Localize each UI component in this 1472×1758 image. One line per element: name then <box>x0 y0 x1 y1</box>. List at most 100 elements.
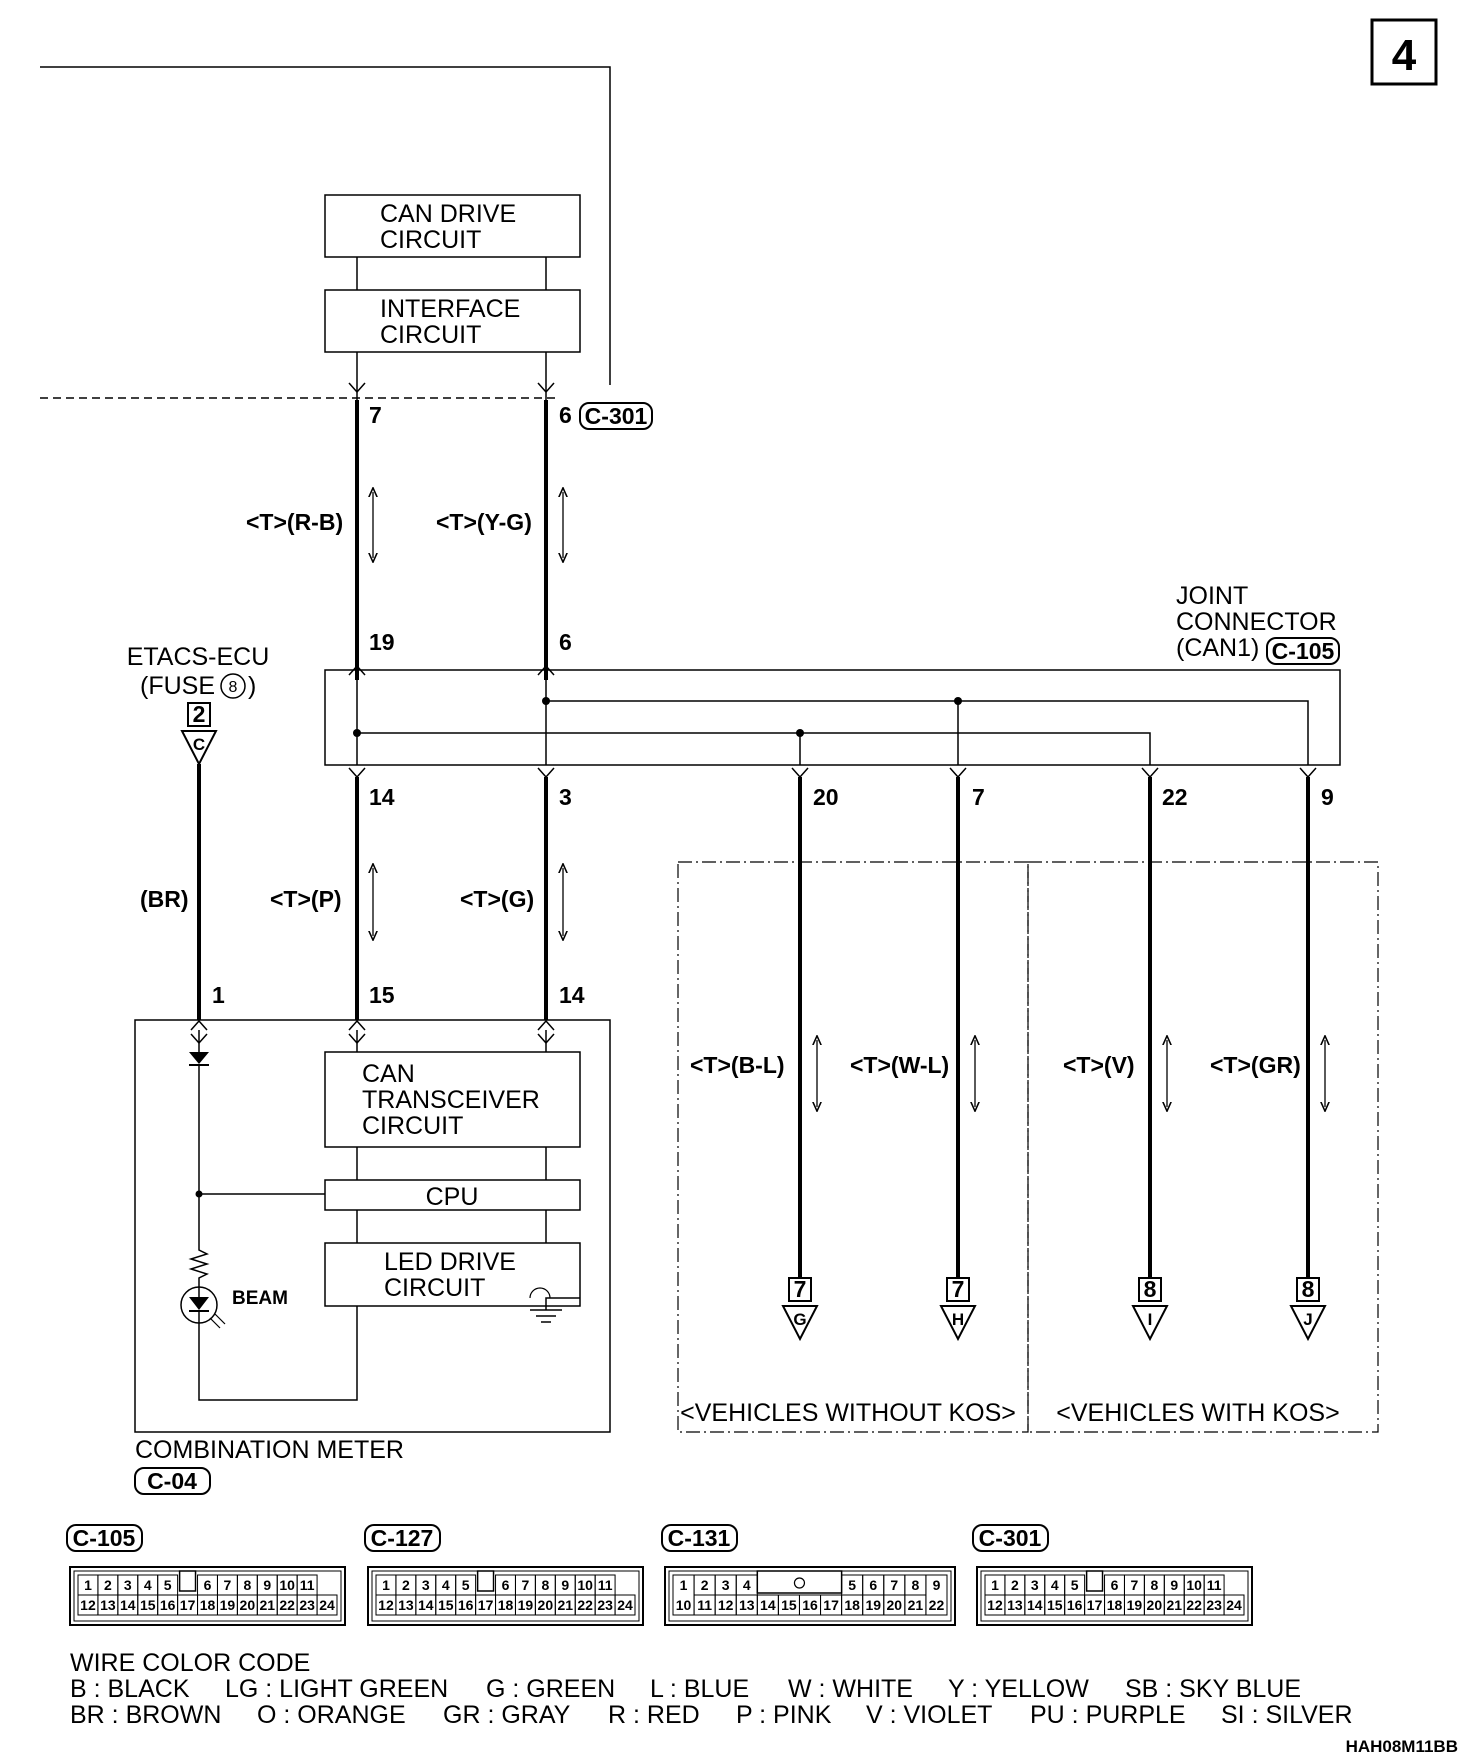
connector-pin-number: 21 <box>1166 1597 1182 1613</box>
cpu-label: CPU <box>426 1183 479 1211</box>
wcc-y: Y : YELLOW <box>948 1675 1089 1703</box>
wcc-r: R : RED <box>608 1701 700 1729</box>
connector-pin-number: 2 <box>402 1577 410 1593</box>
joint-connector-label-2: CONNECTOR <box>1176 608 1337 636</box>
pin-jc-20: 20 <box>813 784 839 810</box>
terminal-h-number: 7 <box>952 1276 965 1302</box>
wire-label-b-l: <T>(B-L) <box>690 1052 785 1078</box>
terminal-j-box <box>1296 1277 1320 1302</box>
pin-meter-15: 15 <box>369 982 395 1008</box>
joint-connector-box <box>324 669 1341 766</box>
etacs-terminal-triangle <box>180 730 218 767</box>
page-number: 4 <box>1392 31 1417 80</box>
connector-pin-number: 18 <box>498 1597 514 1613</box>
wire-label-p: <T>(P) <box>270 886 342 912</box>
connector-pin-number: 2 <box>701 1577 709 1593</box>
connector-pin-number: 10 <box>577 1577 593 1593</box>
fuse-number-circle <box>220 673 246 699</box>
connector-pin-number: 8 <box>1150 1577 1158 1593</box>
can-drive-label-2: CIRCUIT <box>380 226 481 254</box>
connector-pin-number: 3 <box>422 1577 430 1593</box>
wcc-br: BR : BROWN <box>70 1701 221 1729</box>
wcc-o: O : ORANGE <box>257 1701 406 1729</box>
wcc-pu: PU : PURPLE <box>1030 1701 1186 1729</box>
connector-pin-number: 8 <box>243 1577 251 1593</box>
with-kos-region <box>1027 861 1379 1433</box>
connector-pin-number: 14 <box>1027 1597 1043 1613</box>
pin-c301-6: 6 <box>559 402 572 428</box>
can-transceiver-label-3: CIRCUIT <box>362 1112 463 1140</box>
terminal-j-triangle <box>1289 1305 1327 1342</box>
connector-pin-number: 17 <box>478 1597 494 1613</box>
c131-face-tag-box <box>661 1524 738 1552</box>
connector-pin-number: 8 <box>541 1577 549 1593</box>
pin-meter-14: 14 <box>559 982 585 1008</box>
connector-pin-number: 14 <box>120 1597 136 1613</box>
terminal-i-box <box>1138 1277 1162 1302</box>
connector-pin-number: 24 <box>617 1597 633 1613</box>
connector-pin-cell <box>1223 1594 1245 1616</box>
ecu-outline <box>40 66 611 385</box>
connector-pin-number: 6 <box>204 1577 212 1593</box>
connector-pin-number: 16 <box>1067 1597 1083 1613</box>
wire-label-w-l: <T>(W-L) <box>850 1052 949 1078</box>
etacs-fuse-label: (FUSE <box>140 672 215 700</box>
connector-pin-cell <box>316 1594 338 1616</box>
terminal-i-number: 8 <box>1144 1276 1157 1302</box>
connector-pin-number: 2 <box>1011 1577 1019 1593</box>
interface-label-1: INTERFACE <box>380 295 520 323</box>
led-drive-label-2: CIRCUIT <box>384 1274 485 1302</box>
connector-pin-number: 13 <box>100 1597 116 1613</box>
wcc-gr: GR : GRAY <box>443 1701 571 1729</box>
connector-pin-number: 4 <box>144 1577 152 1593</box>
joint-connector-label-3: (CAN1) <box>1176 634 1259 662</box>
joint-connector-label-1: JOINT <box>1176 582 1248 610</box>
connector-pin-number: 14 <box>418 1597 434 1613</box>
c105-tag-box <box>1266 637 1340 665</box>
connector-pin-number: 15 <box>781 1597 797 1613</box>
pin-c301-7: 7 <box>369 402 382 428</box>
connector-pin-number: 12 <box>718 1597 734 1613</box>
wcc-l: L : BLUE <box>650 1675 749 1703</box>
connector-pin-number: 23 <box>299 1597 315 1613</box>
connector-pin-number: 17 <box>180 1597 196 1613</box>
etacs-terminal-box <box>187 702 211 727</box>
pin-jc-19: 19 <box>369 629 395 655</box>
c301-face-tag: C-301 <box>979 1525 1042 1551</box>
connector-pin-number: 5 <box>462 1577 470 1593</box>
c105-face-tag-box <box>66 1524 143 1552</box>
wire-label-r-b: <T>(R-B) <box>246 509 343 535</box>
connector-pin-number: 18 <box>200 1597 216 1613</box>
connector-pin-number: 5 <box>848 1577 856 1593</box>
connector-key-notch <box>178 1570 197 1592</box>
connector-pin-number: 23 <box>597 1597 613 1613</box>
connector-pin-number: 10 <box>279 1577 295 1593</box>
connector-pin-number: 11 <box>697 1597 712 1613</box>
connector-pin-number: 9 <box>263 1577 271 1593</box>
wcc-p: P : PINK <box>736 1701 832 1729</box>
page-number-box <box>1370 18 1438 86</box>
connector-pin-number: 11 <box>300 1577 315 1593</box>
etacs-label: ETACS-ECU <box>127 643 270 671</box>
connector-pin-number: 16 <box>458 1597 474 1613</box>
connector-pin-number: 11 <box>598 1577 613 1593</box>
terminal-g-letter: G <box>793 1310 806 1329</box>
terminal-j-number: 8 <box>1302 1276 1315 1302</box>
connector-pin-number: 17 <box>823 1597 839 1613</box>
connector-pin-number: 21 <box>557 1597 573 1613</box>
connector-pin-number: 13 <box>1007 1597 1023 1613</box>
can-drive-label-1: CAN DRIVE <box>380 200 516 228</box>
connector-pin-number: 13 <box>739 1597 755 1613</box>
connector-pin-number: 16 <box>160 1597 176 1613</box>
connector-pin-number: 24 <box>319 1597 335 1613</box>
terminal-h-letter: H <box>952 1310 964 1329</box>
etacs-terminal-number: 2 <box>193 701 206 727</box>
connector-pin-number: 24 <box>1226 1597 1242 1613</box>
combination-meter-label: COMBINATION METER <box>135 1436 404 1464</box>
wire-label-g: <T>(G) <box>460 886 534 912</box>
connector-pin-number: 4 <box>1051 1577 1059 1593</box>
connector-pin-number: 22 <box>577 1597 593 1613</box>
connector-pin-number: 22 <box>279 1597 295 1613</box>
